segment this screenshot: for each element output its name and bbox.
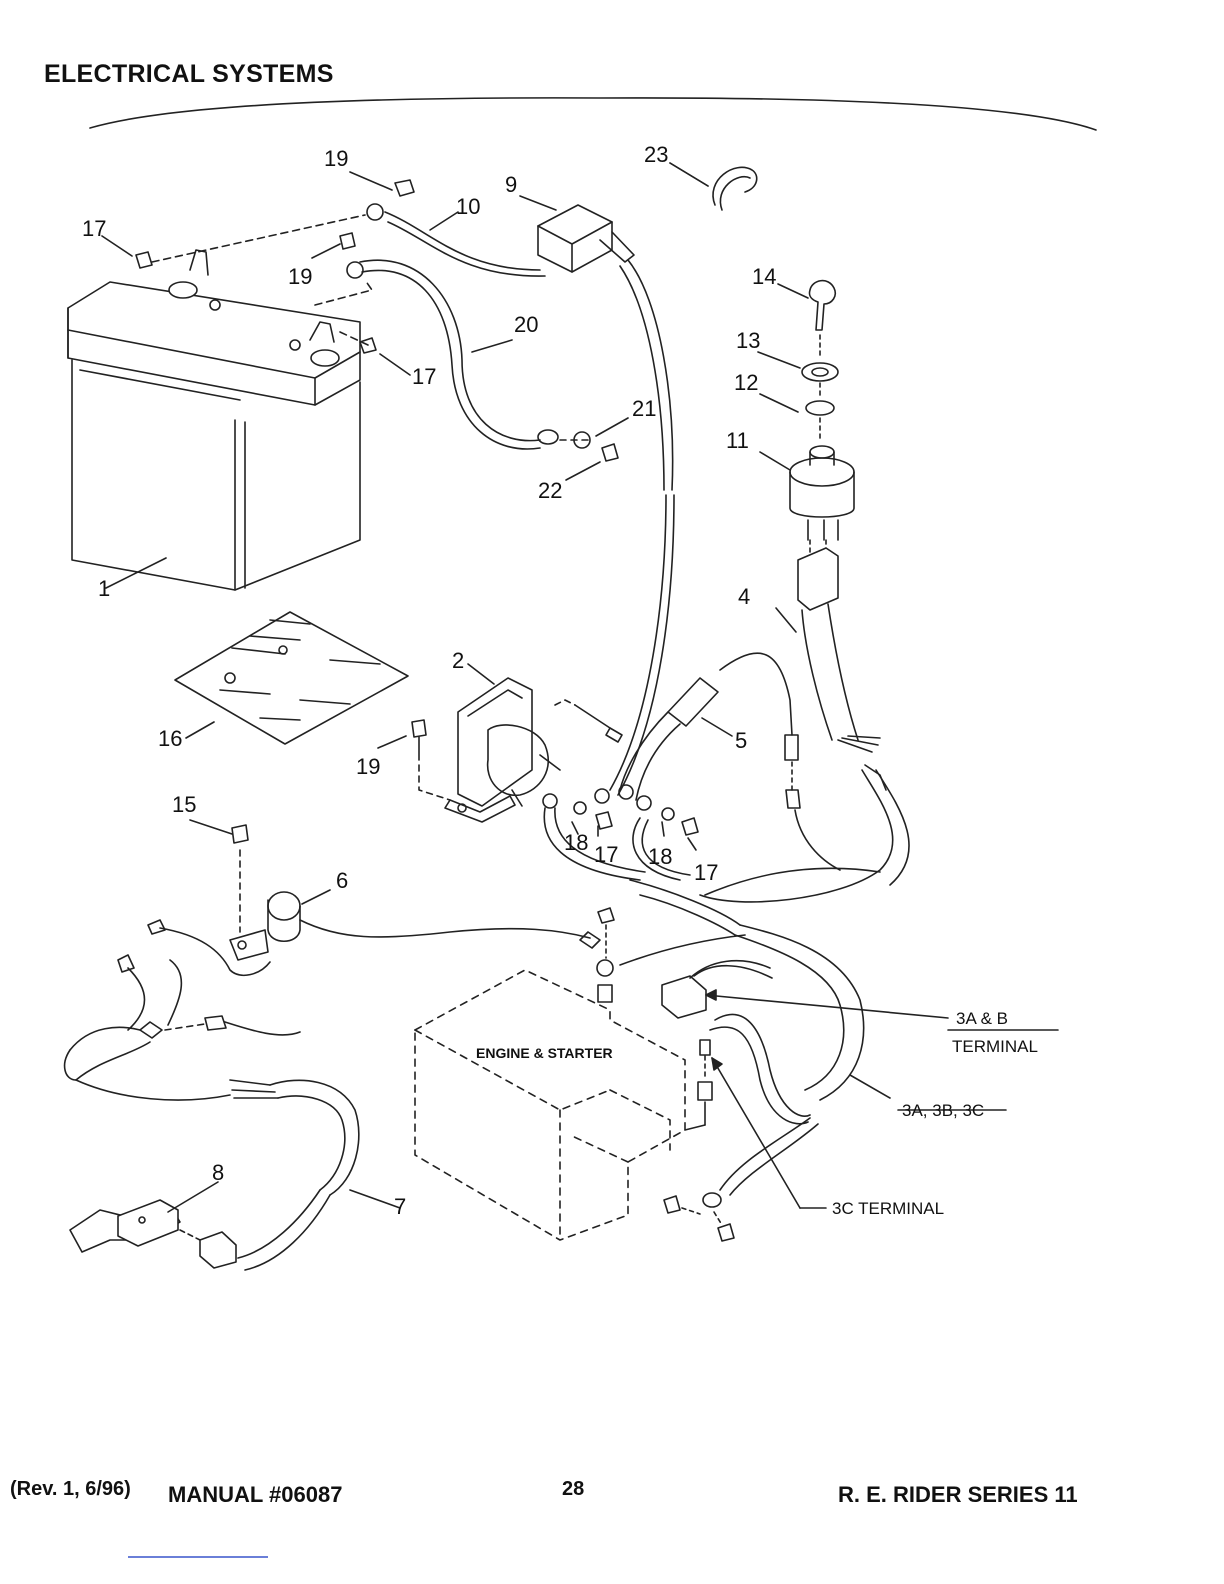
callout-17-c: 17 xyxy=(594,842,618,867)
callout-19-c: 19 xyxy=(356,754,380,779)
fuse-holder-5 xyxy=(668,678,718,726)
switch-connector xyxy=(798,548,838,610)
nut-13 xyxy=(802,363,838,381)
footer-manual-number: MANUAL #06087 xyxy=(168,1482,342,1508)
seat-switch-8 xyxy=(70,1200,180,1252)
callout-20: 20 xyxy=(514,312,538,337)
callout-16: 16 xyxy=(158,726,182,751)
main-harness xyxy=(630,880,740,925)
ignition-switch-11 xyxy=(790,446,854,540)
engine-starter-label: ENGINE & STARTER xyxy=(476,1045,613,1061)
nut-17 xyxy=(136,252,152,268)
bolt-19 xyxy=(395,180,414,196)
callout-13: 13 xyxy=(736,328,760,353)
callout-17-d: 17 xyxy=(694,860,718,885)
capacitor-6 xyxy=(230,892,300,960)
terminal-3ab-connector xyxy=(662,976,706,1018)
callout-6: 6 xyxy=(336,868,348,893)
callout-10: 10 xyxy=(456,194,480,219)
harness-4 xyxy=(802,610,832,740)
callout-5: 5 xyxy=(735,728,747,753)
lockwasher-12 xyxy=(806,401,834,415)
callout-2: 2 xyxy=(452,648,464,673)
callout-17-a: 17 xyxy=(82,216,106,241)
terminal-3c-label: 3C TERMINAL xyxy=(832,1199,944,1218)
footer-series: R. E. RIDER SERIES 11 xyxy=(838,1482,1078,1508)
bolt-15 xyxy=(232,825,248,843)
callout-17-b: 17 xyxy=(412,364,436,389)
callout-4: 4 xyxy=(738,584,750,609)
harness-3abc-label: 3A, 3B, 3C xyxy=(902,1101,984,1120)
coil-9 xyxy=(538,205,634,272)
callout-1: 1 xyxy=(98,576,110,601)
callout-18-b: 18 xyxy=(648,844,672,869)
callout-8: 8 xyxy=(212,1160,224,1185)
callout-11: 11 xyxy=(726,428,749,453)
harness-7 xyxy=(70,1027,140,1050)
callout-12: 12 xyxy=(734,370,758,395)
terminal-3ab-label-line1: 3A & B xyxy=(956,1009,1008,1028)
leader-3ab xyxy=(706,995,948,1018)
engine-starter-block xyxy=(415,970,685,1240)
callout-22: 22 xyxy=(538,478,562,503)
callout-21: 21 xyxy=(632,396,656,421)
callout-23: 23 xyxy=(644,142,668,167)
callout-18-a: 18 xyxy=(564,830,588,855)
footer-page-number: 28 xyxy=(562,1478,584,1501)
wire-5 xyxy=(720,653,792,735)
callout-9: 9 xyxy=(505,172,517,197)
callout-19-b: 19 xyxy=(288,264,312,289)
callout-19-a: 19 xyxy=(324,146,348,171)
callout-7: 7 xyxy=(394,1194,406,1219)
key-14 xyxy=(809,281,835,330)
footer-revision: (Rev. 1, 6/96) xyxy=(10,1478,131,1501)
callout-14: 14 xyxy=(752,264,776,289)
cable-tie-23 xyxy=(713,167,757,205)
terminal-3ab-label-line2: TERMINAL xyxy=(952,1037,1038,1056)
wire-6 xyxy=(300,920,590,938)
header-rule xyxy=(90,98,1096,130)
battery xyxy=(68,250,360,590)
callout-15: 15 xyxy=(172,792,196,817)
scan-mark xyxy=(128,1556,268,1558)
